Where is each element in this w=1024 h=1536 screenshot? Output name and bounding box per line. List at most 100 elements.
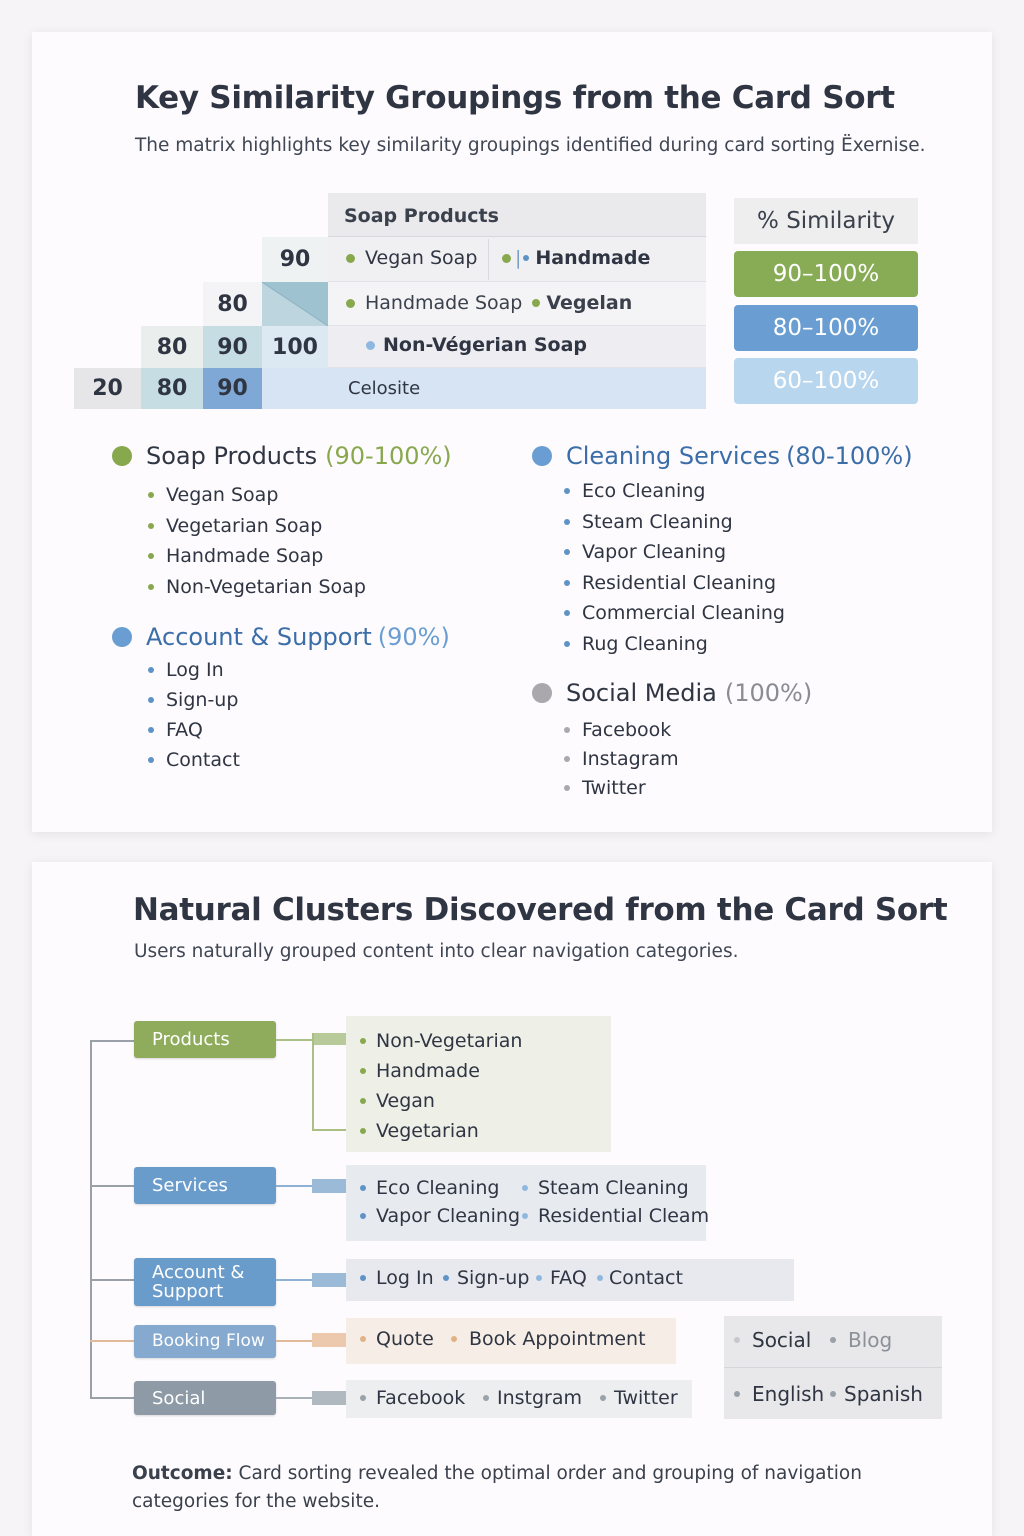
matrix-cell: 90 [203,368,262,409]
connector [276,1185,312,1187]
bullet-icon [148,522,154,529]
item-label: Rug Cleaning [582,632,708,655]
bullet-icon [360,1213,366,1219]
tree-branch [90,1185,134,1187]
bullet-icon [564,784,570,791]
list-item: Handmade Soap [148,541,366,572]
item-label: English [752,1382,825,1406]
category-social[interactable]: Social [134,1381,276,1415]
social-panel: Facebook Instgram Twitter [346,1380,692,1418]
item-label: Instgram [497,1387,583,1409]
row-label-b: Vegelan [546,292,633,314]
matrix-row-4 [328,368,706,409]
row-divider [488,239,489,280]
matrix-cell: 80 [141,368,203,409]
row-label-b: Handmade [535,247,651,269]
matrix-row-label: Handmade Soap Vegelan [346,292,632,314]
bullet-icon [360,1068,366,1074]
bullet-icon [360,1098,366,1104]
connector-block [312,1391,346,1405]
account-panel: Log In Sign-up FAQ Contact [346,1259,794,1301]
item-label: Vegan Soap [166,484,279,507]
group-soap-products: Soap Products (90-100%) [112,442,452,470]
list-item: FAQ [148,715,240,745]
legend-swatch-90: 90–100% [734,251,918,297]
panel-item: Vapor Cleaning [360,1205,520,1227]
panel-item: Spanish [830,1382,923,1406]
section-title: Natural Clusters Discovered from the Car… [133,892,948,928]
group-pct: (80-100%) [786,442,913,470]
bullet-icon [536,1275,542,1281]
item-label: Vegan [376,1090,435,1112]
row-label-a: Non-Végerian Soap [383,334,588,356]
matrix-cell-empty [262,368,328,409]
tree-branch [90,1279,134,1281]
list-item: Residential Cleaning [564,568,785,599]
bullet-icon [564,488,570,495]
list-item: Non-Vegetarian Soap [148,572,366,603]
matrix-row-label: Celosite [348,378,420,399]
matrix-row-1 [328,237,706,282]
category-account-support[interactable]: Account & Support [134,1258,276,1306]
matrix-cell: 80 [141,326,203,368]
bullet-icon [564,549,570,556]
legend-swatch-60: 60–100% [734,358,918,404]
item-label: Eco Cleaning [376,1177,500,1199]
panel-item: Vegetarian [360,1120,479,1142]
group-pct: (90-100%) [325,442,452,470]
blue-circle-icon [112,627,132,647]
matrix-cell-diagonal [261,281,329,327]
panel-item: English [734,1382,824,1406]
category-booking-flow[interactable]: Booking Flow [134,1325,276,1358]
item-label: Handmade Soap [166,545,324,568]
panel-item: Instgram [483,1387,582,1409]
outcome-body: Card sorting revealed the optimal order … [132,1463,862,1512]
row-label-a: Handmade Soap [365,292,523,314]
item-label: Book Appointment [469,1328,646,1350]
panel-item: FAQ [536,1267,587,1289]
category-services[interactable]: Services [134,1167,276,1204]
matrix-row-3 [328,326,706,368]
panel-item: Steam Cleaning [522,1177,689,1199]
list-item: Facebook [564,715,679,744]
legend-swatch-80: 80–100% [734,305,918,351]
bullet-icon [148,667,154,673]
bullet-icon [148,757,154,763]
bullet-icon [360,1336,366,1342]
group-items: Eco Cleaning Steam Cleaning Vapor Cleani… [564,476,785,659]
green-dot-icon [346,253,355,263]
bullet-icon [600,1395,606,1401]
category-products[interactable]: Products [134,1021,276,1058]
connector-block [312,1333,346,1347]
bullet-icon [360,1185,366,1191]
blue-dot-icon [523,255,530,261]
green-circle-icon [112,446,132,466]
bullet-icon [360,1395,366,1401]
panel-item: Non-Vegetarian [360,1030,522,1052]
green-dot-icon [502,253,511,263]
connector [312,1129,346,1131]
item-label: Facebook [376,1387,466,1409]
item-label: Residential Cleaning [582,571,776,594]
list-item: Contact [148,745,240,775]
group-account-support: Account & Support (90%) [112,623,450,651]
bullet-icon [451,1336,457,1342]
item-label: Blog [848,1328,893,1352]
bullet-icon [360,1038,366,1044]
panel-item: Facebook [360,1387,465,1409]
cursor-mark-icon: | [515,247,522,269]
panel-item: Sign-up [443,1267,529,1289]
list-item: Commercial Cleaning [564,598,785,629]
panel-item: Quote [360,1328,434,1350]
item-label: Handmade [376,1060,480,1082]
bullet-icon [148,492,154,499]
list-item: Twitter [564,773,679,802]
list-item: Instagram [564,744,679,773]
item-label: Commercial Cleaning [582,602,785,625]
bullet-icon [148,727,154,733]
connector-block [312,1033,346,1045]
item-label: Vapor Cleaning [376,1205,521,1227]
bullet-icon [522,1185,528,1191]
divider [724,1367,942,1368]
list-item: Vapor Cleaning [564,537,785,568]
